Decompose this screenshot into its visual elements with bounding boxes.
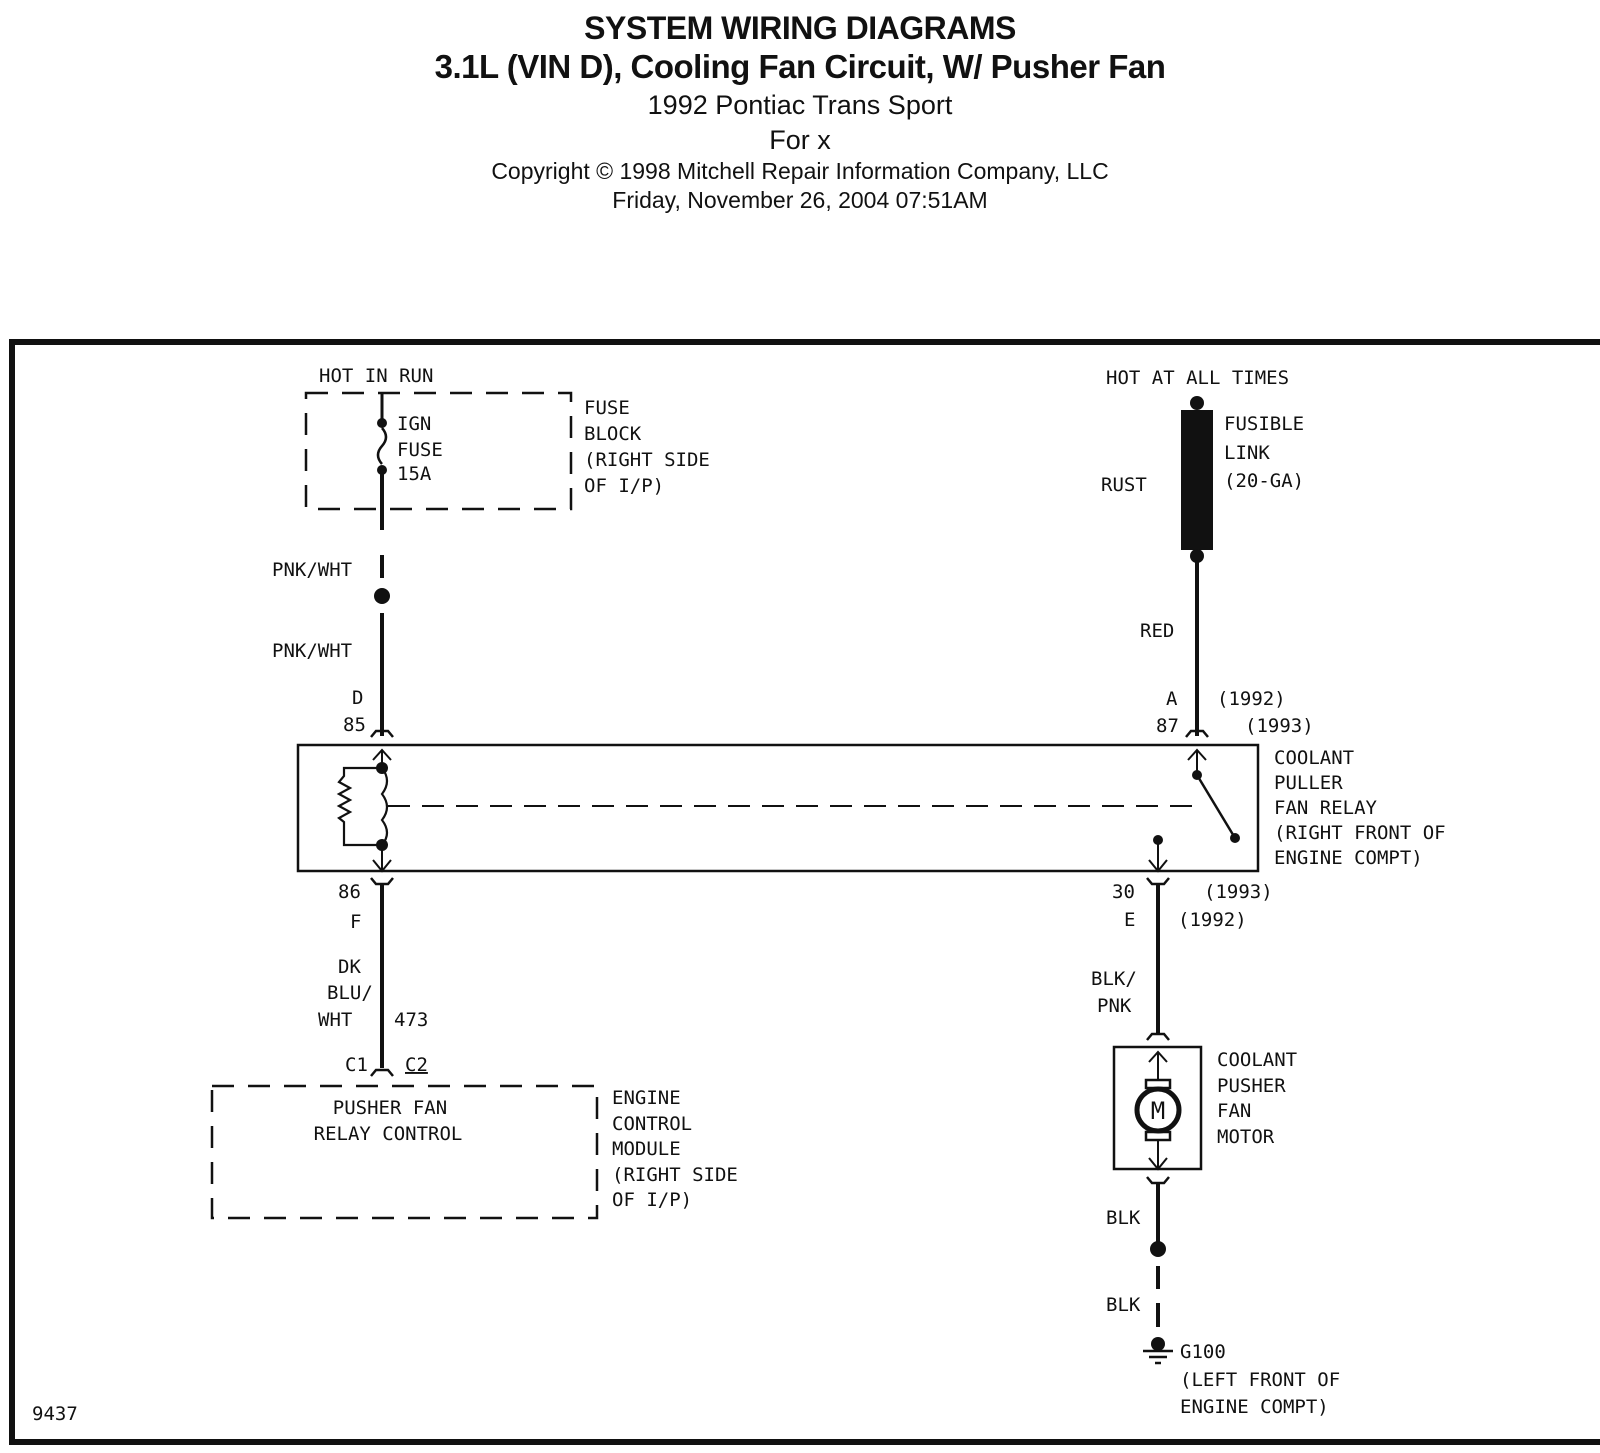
engine-control-module (210, 1084, 599, 1220)
fuse-terminal-top (377, 418, 387, 428)
copyright-notice: Copyright © 1998 Mitchell Repair Informa… (491, 158, 1109, 184)
connector-motor-top-icon (1146, 1032, 1170, 1041)
wire-color-lower: PNK/WHT (272, 640, 352, 662)
motor-label-2: PUSHER (1217, 1075, 1286, 1097)
fuse-block (304, 391, 573, 511)
wire-color-motor-1: BLK/ (1091, 968, 1137, 990)
circuit-number: 473 (394, 1009, 428, 1031)
ground-id: G100 (1180, 1341, 1226, 1363)
ecm-label-4: (RIGHT SIDE (612, 1164, 738, 1186)
ecm-function-2: RELAY CONTROL (314, 1123, 463, 1145)
figure-number: 9437 (32, 1403, 78, 1425)
switch-pivot (1230, 833, 1240, 843)
diagram-title: SYSTEM WIRING DIAGRAMS (584, 10, 1016, 46)
pin-number-86: 86 (338, 881, 361, 903)
arrow-down-icon (1148, 1157, 1168, 1171)
ecm-label-1: ENGINE (612, 1087, 681, 1109)
fuse-block-label-1: FUSE (584, 397, 630, 419)
fuse-block-outline (304, 391, 573, 511)
fuse-block-label-3: (RIGHT SIDE (584, 449, 710, 471)
for-line: For x (769, 125, 831, 155)
relay-label-4: (RIGHT FRONT OF (1274, 822, 1446, 844)
ecm-function-1: PUSHER FAN (333, 1097, 447, 1119)
motor-brush-bottom (1144, 1130, 1172, 1142)
connector-c1-icon (370, 1068, 394, 1077)
pin-number-85: 85 (343, 714, 366, 736)
fusible-link-color: RUST (1101, 474, 1147, 496)
splice-icon (374, 588, 390, 604)
relay-label-2: PULLER (1274, 772, 1343, 794)
relay-label-1: COOLANT (1274, 747, 1354, 769)
connector-motor-bottom-icon (1146, 1176, 1170, 1185)
pin-letter-e-year: (1992) (1178, 909, 1247, 931)
wire-color-upper: PNK/WHT (272, 559, 352, 581)
pin-letter-a-year: (1992) (1217, 688, 1286, 710)
connector-85-icon (370, 729, 394, 738)
connector-86-icon (370, 877, 394, 886)
relay-label-3: FAN RELAY (1274, 797, 1378, 819)
fuse-name-line2: FUSE (397, 439, 443, 461)
fuse-block-label-4: OF I/P) (584, 475, 664, 497)
ground-location-2: ENGINE COMPT) (1180, 1396, 1329, 1418)
wire-color-ecm-3: WHT (318, 1009, 352, 1031)
ecm-connector-c2: C2 (405, 1054, 428, 1076)
ground-location-1: (LEFT FRONT OF (1180, 1369, 1340, 1391)
ground-terminal (1151, 1337, 1165, 1351)
wire-color-red: RED (1140, 620, 1174, 642)
fuse-name-line1: IGN (397, 413, 431, 435)
connector-87-icon (1185, 729, 1209, 738)
wire-color-motor-2: PNK (1097, 995, 1132, 1017)
ecm-label-5: OF I/P) (612, 1189, 692, 1211)
splice-icon (1150, 1241, 1166, 1257)
fusible-link-terminal-top (1190, 396, 1204, 410)
wire-color-ground-lower: BLK (1106, 1294, 1141, 1316)
wire-color-ecm-1: DK (338, 956, 361, 978)
arrow-down-icon (372, 859, 392, 873)
motor-label-4: MOTOR (1217, 1126, 1275, 1148)
wire-color-ground-upper: BLK (1106, 1207, 1141, 1229)
pin-number-87: 87 (1156, 715, 1179, 737)
fusible-link-label-1: FUSIBLE (1224, 413, 1304, 435)
print-timestamp: Friday, November 26, 2004 07:51AM (612, 187, 988, 213)
fuse-block-label-2: BLOCK (584, 423, 642, 445)
ecm-connector-c1: C1 (345, 1054, 368, 1076)
coolant-puller-fan-relay (296, 743, 1260, 873)
diagram-frame (9, 339, 1600, 1445)
relay-label-5: ENGINE COMPT) (1274, 847, 1423, 869)
fusible-link-label-3: (20-GA) (1224, 470, 1304, 492)
fuse-icon (376, 427, 388, 465)
resistor-icon (336, 766, 382, 847)
hot-at-all-times-label: HOT AT ALL TIMES (1106, 367, 1289, 389)
fusible-link-icon (1181, 410, 1213, 550)
arrow-down-icon (1148, 859, 1168, 873)
pin-number-30-year: (1993) (1204, 881, 1273, 903)
pin-letter-a: A (1166, 688, 1178, 710)
wire-color-ecm-2: BLU/ (327, 982, 373, 1004)
switch-arm-icon (1195, 774, 1237, 839)
motor-symbol: M (1151, 1097, 1165, 1125)
fusible-link-label-2: LINK (1224, 442, 1270, 464)
ecm-label-2: CONTROL (612, 1113, 692, 1135)
pin-number-87-year: (1993) (1245, 715, 1314, 737)
pin-number-30: 30 (1112, 881, 1135, 903)
connector-30-icon (1146, 877, 1170, 886)
coil-icon (380, 767, 389, 846)
motor-label-1: COOLANT (1217, 1049, 1297, 1071)
fuse-rating: 15A (397, 463, 432, 485)
diagram-subtitle: 3.1L (VIN D), Cooling Fan Circuit, W/ Pu… (434, 48, 1166, 85)
pin-letter-f: F (350, 911, 361, 933)
vehicle-name: 1992 Pontiac Trans Sport (647, 90, 953, 120)
pin-letter-d: D (352, 687, 363, 709)
motor-label-3: FAN (1217, 1100, 1251, 1122)
pin-letter-e: E (1124, 909, 1135, 931)
hot-in-run-label: HOT IN RUN (319, 365, 433, 387)
ecm-label-3: MODULE (612, 1138, 681, 1160)
